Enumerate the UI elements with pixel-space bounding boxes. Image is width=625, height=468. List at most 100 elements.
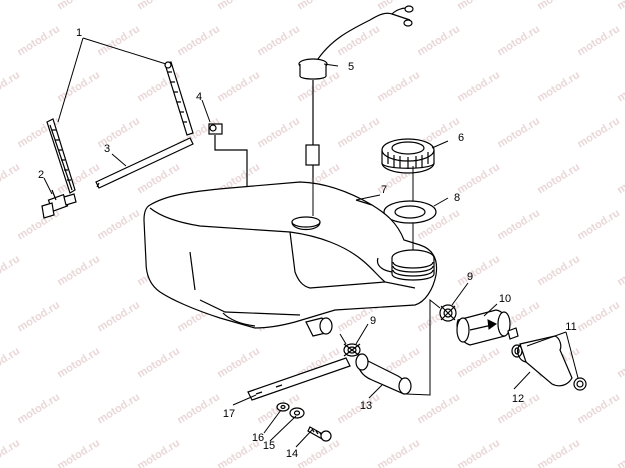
washer-part-16 bbox=[276, 402, 290, 412]
watermark-text: motod.ru bbox=[55, 0, 102, 13]
clamp-part-9-upper bbox=[439, 304, 457, 322]
watermark-text: motod.ru bbox=[455, 437, 502, 468]
watermark-text: motod.ru bbox=[455, 161, 502, 196]
callout-13: 13 bbox=[360, 400, 372, 412]
watermark-text: motod.ru bbox=[95, 207, 142, 242]
watermark-text: motod.ru bbox=[535, 161, 582, 196]
watermark-text: motod.ru bbox=[535, 253, 582, 288]
watermark-text: motod.ru bbox=[55, 345, 102, 380]
watermark-text: motod.ru bbox=[335, 23, 382, 58]
callout-3: 3 bbox=[104, 143, 110, 155]
watermark-text: motod.ru bbox=[375, 69, 422, 104]
watermark-text: motod.ru bbox=[575, 391, 622, 426]
watermark-text: motod.ru bbox=[0, 437, 22, 468]
watermark-text: motod.ru bbox=[135, 437, 182, 468]
watermark-text: motod.ru bbox=[95, 115, 142, 150]
clamp-part-9-lower bbox=[343, 343, 361, 357]
callout-8: 8 bbox=[454, 192, 460, 204]
watermark-text: motod.ru bbox=[535, 0, 582, 13]
bracket-part-17 bbox=[247, 357, 351, 401]
watermark-text: motod.ru bbox=[175, 23, 222, 58]
hose-part-12 bbox=[516, 335, 573, 387]
watermark-text: motod.ru bbox=[535, 437, 582, 468]
callout-5: 5 bbox=[348, 61, 354, 73]
watermark-text: motod.ru bbox=[455, 69, 502, 104]
watermark-text: motod.ru bbox=[455, 253, 502, 288]
callout-12: 12 bbox=[512, 393, 524, 405]
watermark-text: motod.ru bbox=[15, 299, 62, 334]
watermark-text: motod.ru bbox=[0, 253, 22, 288]
callout-15: 15 bbox=[263, 440, 275, 452]
watermark-text: motod.ru bbox=[375, 0, 422, 13]
callout-17: 17 bbox=[223, 408, 235, 420]
callout-11: 11 bbox=[565, 321, 576, 333]
watermark-text: motod.ru bbox=[575, 207, 622, 242]
watermark-text: motod.ru bbox=[175, 391, 222, 426]
watermark-text: motod.ru bbox=[455, 0, 502, 13]
callout-7: 7 bbox=[381, 184, 387, 196]
watermark-text: motod.ru bbox=[95, 391, 142, 426]
watermark-text: motod.ru bbox=[95, 299, 142, 334]
watermark-text: motod.ru bbox=[55, 69, 102, 104]
strap-part-1 bbox=[46, 61, 194, 194]
callout-14: 14 bbox=[286, 448, 298, 460]
watermark-text: motod.ru bbox=[495, 207, 542, 242]
watermark-text: motod.ru bbox=[0, 0, 22, 13]
watermark-text: motod.ru bbox=[215, 0, 262, 13]
callout-9-upper: 9 bbox=[467, 271, 473, 283]
callout-1: 1 bbox=[76, 27, 82, 39]
rod-part-3 bbox=[95, 137, 194, 189]
watermark-text: motod.ru bbox=[575, 115, 622, 150]
callout-2: 2 bbox=[38, 169, 44, 181]
watermark-text: motod.ru bbox=[135, 345, 182, 380]
assembly-lines bbox=[43, 37, 579, 448]
watermark-text: motod.ru bbox=[495, 23, 542, 58]
fitting-part-2 bbox=[41, 189, 77, 219]
watermark-text: motod.ru bbox=[415, 391, 462, 426]
watermark-text: motod.ru bbox=[615, 69, 625, 104]
watermark-text: motod.ru bbox=[295, 437, 342, 468]
watermark-text: motod.ru bbox=[415, 23, 462, 58]
watermark-text: motod.ru bbox=[615, 161, 625, 196]
callout-labels: 1 2 3 4 5 6 7 8 9 9 10 11 12 13 14 15 16… bbox=[38, 27, 577, 460]
gasket-part-8 bbox=[383, 200, 437, 224]
watermark-text: motod.ru bbox=[15, 207, 62, 242]
cap-part-6 bbox=[381, 138, 435, 174]
callout-6: 6 bbox=[458, 132, 464, 144]
watermark-text: motod.ru bbox=[495, 115, 542, 150]
watermark-text: motod.ru bbox=[455, 345, 502, 380]
hose-part-13 bbox=[355, 353, 412, 395]
watermark-text: motod.ru bbox=[215, 345, 262, 380]
watermark-text: motod.ru bbox=[255, 23, 302, 58]
callout-16: 16 bbox=[252, 432, 264, 444]
watermark-text: motod.ru bbox=[335, 391, 382, 426]
callout-9-lower: 9 bbox=[370, 315, 376, 327]
watermark-text: motod.ru bbox=[615, 253, 625, 288]
watermark-text: motod.ru bbox=[0, 69, 22, 104]
fuel-filter-part-10 bbox=[456, 309, 519, 346]
watermark-text: motod.ru bbox=[615, 345, 625, 380]
callout-4: 4 bbox=[196, 91, 202, 103]
watermark-text: motod.ru bbox=[215, 69, 262, 104]
watermark-text: motod.ru bbox=[615, 0, 625, 13]
watermark-text: motod.ru bbox=[55, 437, 102, 468]
tank-part-7 bbox=[143, 181, 438, 337]
watermark-text: motod.ru bbox=[55, 253, 102, 288]
watermark-text: motod.ru bbox=[255, 115, 302, 150]
watermark-text: motod.ru bbox=[335, 115, 382, 150]
bolt-part-14 bbox=[307, 426, 332, 442]
watermark-text: motod.ru bbox=[95, 23, 142, 58]
callout-10: 10 bbox=[499, 293, 511, 305]
watermark-text: motod.ru bbox=[575, 23, 622, 58]
watermark-text: motod.ru bbox=[0, 161, 22, 196]
washer-part-15 bbox=[289, 407, 305, 419]
watermark-text: motod.ru bbox=[135, 0, 182, 13]
watermark-text: motod.ru bbox=[15, 391, 62, 426]
watermark-text: motod.ru bbox=[535, 69, 582, 104]
watermark-text: motod.ru bbox=[0, 345, 22, 380]
watermark-text: motod.ru bbox=[295, 0, 342, 13]
watermark-text: motod.ru bbox=[575, 299, 622, 334]
watermark-text: motod.ru bbox=[15, 23, 62, 58]
